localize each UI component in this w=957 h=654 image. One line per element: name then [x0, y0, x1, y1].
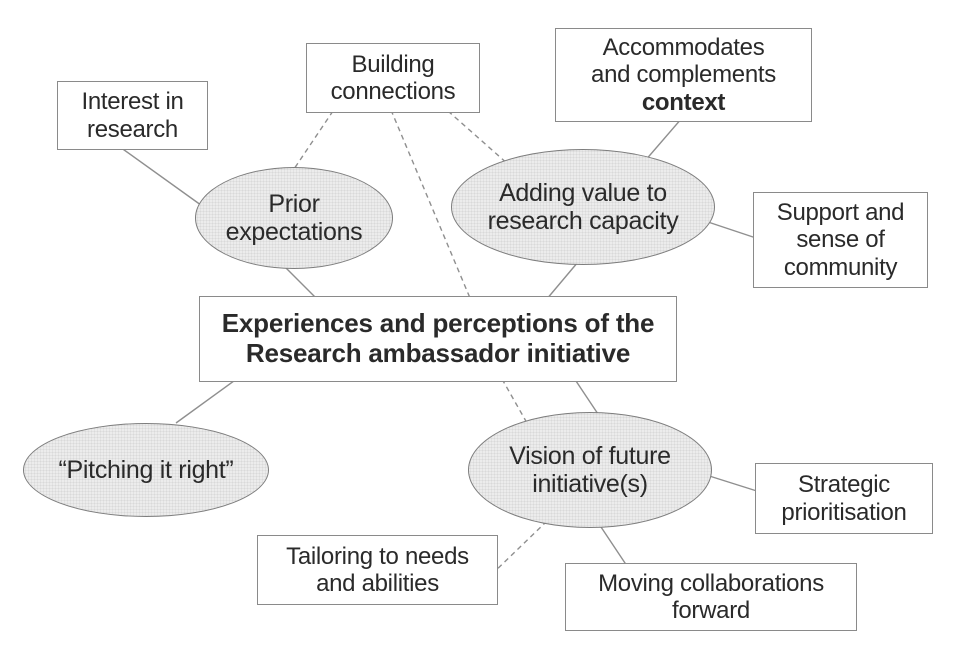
subtheme-support-community: Support and sense of community	[753, 192, 928, 288]
central-theme-label: Experiences and perceptions of the Resea…	[221, 308, 655, 368]
connector-accommodates-context--adding-value	[643, 117, 683, 163]
connector-building-connections--central-theme	[390, 109, 471, 299]
theme-vision-of-future: Vision of future initiative(s)	[468, 412, 712, 528]
connector-central-theme--pitching-it-right	[175, 377, 239, 424]
connector-vision-of-future--strategic-prioritisation	[702, 473, 761, 493]
connector-building-connections--adding-value	[447, 110, 510, 166]
subtheme-label: Support and sense of community	[776, 198, 905, 281]
theme-prior-expectations: Prior expectations	[195, 167, 393, 269]
subtheme-label: Building connections	[330, 50, 456, 105]
connector-support-community--adding-value	[701, 219, 763, 241]
theme-label: “Pitching it right”	[58, 456, 234, 484]
connector-vision-of-future--moving-collaborations	[596, 520, 630, 570]
subtheme-label-emphasis: context	[641, 88, 726, 116]
subtheme-tailoring-needs: Tailoring to needs and abilities	[257, 535, 498, 605]
connector-interest-in-research--prior-expectations	[119, 146, 213, 214]
subtheme-building-connections: Building connections	[306, 43, 480, 113]
subtheme-accommodates-context: Accommodates and complements context	[555, 28, 812, 122]
subtheme-label: Accommodates and complements	[591, 33, 776, 89]
theme-label: Adding value to research capacity	[487, 179, 679, 235]
subtheme-interest-in-research: Interest in research	[57, 81, 208, 150]
connector-vision-of-future--tailoring-needs	[489, 520, 548, 577]
connector-building-connections--prior-expectations	[291, 110, 334, 173]
theme-pitching-it-right: “Pitching it right”	[23, 423, 269, 517]
central-theme-box: Experiences and perceptions of the Resea…	[199, 296, 677, 382]
subtheme-label: Interest in research	[81, 88, 184, 143]
connector-central-theme--vision-of-future	[501, 378, 528, 424]
subtheme-label: Moving collaborations forward	[598, 569, 824, 624]
connector-adding-value--central-theme	[545, 261, 579, 301]
subtheme-label: Strategic prioritisation	[781, 471, 907, 526]
subtheme-strategic-prioritisation: Strategic prioritisation	[755, 463, 933, 534]
theme-label: Prior expectations	[225, 190, 363, 246]
theme-adding-value: Adding value to research capacity	[451, 149, 715, 265]
subtheme-moving-collaborations: Moving collaborations forward	[565, 563, 857, 631]
subtheme-label-group: Accommodates and complements context	[591, 34, 776, 116]
theme-label: Vision of future initiative(s)	[509, 442, 671, 498]
subtheme-label: Tailoring to needs and abilities	[286, 542, 469, 597]
